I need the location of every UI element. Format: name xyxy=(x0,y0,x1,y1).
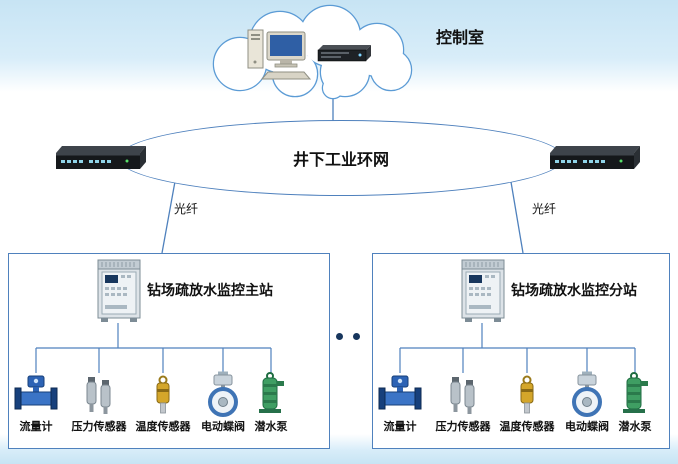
workstation-computer-icon xyxy=(247,29,312,80)
temperature-sensor-icon xyxy=(149,371,177,417)
flow-meter-icon xyxy=(378,371,422,417)
station-box-main: 钻场疏放水监控主站 流量计 xyxy=(8,253,330,449)
device-butterfly-valve: 电动蝶阀 xyxy=(195,371,251,434)
device-label: 压力传感器 xyxy=(71,421,127,433)
fiber-label-left: 光纤 xyxy=(174,202,199,216)
station-name-sub: 钻场疏放水监控分站 xyxy=(511,282,637,298)
fiber-label-right: 光纤 xyxy=(532,202,557,216)
station-box-sub: 钻场疏放水监控分站 流量计 xyxy=(372,253,670,449)
device-label: 温度传感器 xyxy=(499,421,555,433)
rack-server-icon xyxy=(317,45,371,62)
device-label: 电动蝶阀 xyxy=(201,421,245,433)
submersible-pump-icon xyxy=(619,371,651,417)
device-label: 流量计 xyxy=(383,421,417,433)
device-temperature-sensor: 温度传感器 xyxy=(135,371,191,434)
network-switch-icon-right xyxy=(550,146,640,169)
network-switch-icon-left xyxy=(56,146,146,169)
device-label: 电动蝶阀 xyxy=(565,421,609,433)
station-name-main: 钻场疏放水监控主站 xyxy=(147,282,273,298)
device-submersible-pump: 潜水泵 xyxy=(607,371,663,434)
control-room-label: 控制室 xyxy=(436,30,485,47)
flow-meter-icon xyxy=(14,371,58,417)
device-pressure-sensor: 压力传感器 xyxy=(71,371,127,434)
device-flow-meter: 流量计 xyxy=(8,371,64,434)
device-label: 潜水泵 xyxy=(618,421,652,433)
device-label: 压力传感器 xyxy=(435,421,491,433)
butterfly-valve-icon xyxy=(202,371,244,417)
device-label: 潜水泵 xyxy=(254,421,288,433)
ring-network-ellipse: 井下工业环网 xyxy=(118,120,564,196)
temperature-sensor-icon xyxy=(513,371,541,417)
device-flow-meter: 流量计 xyxy=(372,371,428,434)
ring-network-label: 井下工业环网 xyxy=(292,152,389,169)
control-cabinet-icon xyxy=(461,259,505,322)
submersible-pump-icon xyxy=(255,371,287,417)
control-cabinet-icon xyxy=(97,259,141,322)
device-label: 温度传感器 xyxy=(135,421,191,433)
station-bus-lines xyxy=(35,323,272,373)
butterfly-valve-icon xyxy=(566,371,608,417)
device-temperature-sensor: 温度传感器 xyxy=(499,371,555,434)
device-submersible-pump: 潜水泵 xyxy=(243,371,299,434)
device-label: 流量计 xyxy=(19,421,53,433)
device-butterfly-valve: 电动蝶阀 xyxy=(559,371,615,434)
separator-dot xyxy=(353,333,360,340)
pressure-sensor-icon xyxy=(447,371,479,417)
separator-dot xyxy=(336,333,343,340)
station-bus-lines xyxy=(399,323,636,373)
pressure-sensor-icon xyxy=(83,371,115,417)
device-pressure-sensor: 压力传感器 xyxy=(435,371,491,434)
